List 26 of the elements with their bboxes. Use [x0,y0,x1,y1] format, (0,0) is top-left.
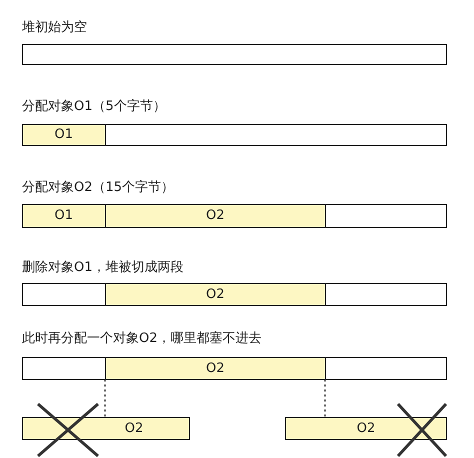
heap-bar [22,357,447,380]
allocated-block [104,282,326,306]
block-label: O2 [206,360,224,376]
allocated-block [22,204,106,228]
object-block [22,417,190,440]
dotted-line [104,380,106,417]
block-label: O2 [206,286,224,302]
block-label: O2 [124,421,144,436]
heap-bar [22,283,447,306]
heading-text: 此时再分配一个对象O2，哪里都塞不进去 [22,331,262,347]
allocated-block [104,356,326,380]
block-label: O1 [54,208,73,223]
heap-bar [22,124,447,146]
heading-text: 分配对象O1（5个字节） [22,99,166,115]
heading-text: 删除对象O1，堆被切成两段 [22,260,184,276]
allocated-block [22,124,106,146]
dotted-line [324,380,326,417]
block-label: O1 [54,127,73,142]
block-label: O2 [206,208,224,223]
heap-bar [22,44,447,65]
heap-bar [22,204,447,228]
heading-text: 堆初始为空 [22,20,87,36]
block-label: O2 [356,421,376,436]
object-block [285,417,447,440]
heading-text: 分配对象O2（15个字节） [22,180,174,196]
allocated-block [104,204,326,228]
